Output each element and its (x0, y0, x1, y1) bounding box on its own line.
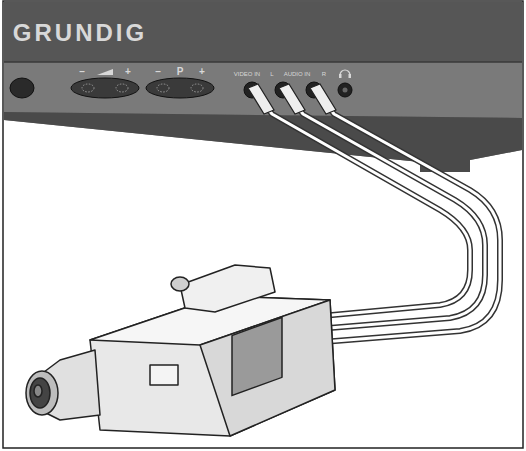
brand-logo: GRUNDIG (13, 21, 147, 45)
program-minus: – (155, 67, 161, 77)
program-plus: + (199, 67, 205, 77)
socket-label: L (270, 71, 273, 77)
socket-label: VIDEO IN (234, 71, 260, 77)
socket-label: AUDIO IN (284, 71, 311, 77)
volume-minus: – (79, 67, 85, 77)
volume-plus: + (125, 67, 131, 77)
program-label: P (177, 67, 184, 77)
socket-label: R (322, 71, 326, 77)
